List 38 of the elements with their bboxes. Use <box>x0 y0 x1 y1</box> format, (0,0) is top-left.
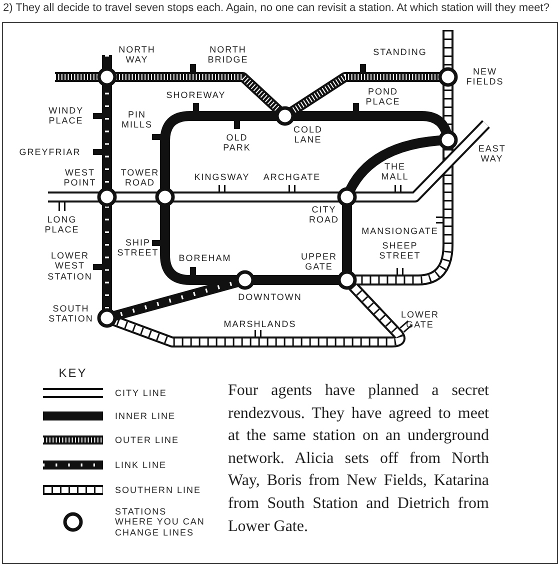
legend-label: STATIONS WHERE YOU CAN CHANGE LINES <box>115 506 206 538</box>
station-label: MARSHLANDS <box>224 318 296 330</box>
station-label: WINDY PLACE <box>48 106 84 126</box>
station-label: MANSIONGATE <box>362 226 438 236</box>
station-label: GREYFRIAR <box>19 146 81 158</box>
station-label: COLD LANE <box>294 124 322 146</box>
question-text: 2) They all decide to travel seven stops each. Again, no one can revisit a station. At which station will they meet? <box>3 2 550 14</box>
puzzle-text: Four agents have planned a secret rendezvous. They have agreed to meet at the same station on an underground network. Alicia sets off from North Way, Boris from New Fields, Katarina from South Station and Dietrich from Lower Gate. <box>228 381 489 537</box>
station-label: PIN MILLS <box>122 110 152 130</box>
station-label: UPPER GATE <box>301 252 337 272</box>
key-heading: KEY <box>58 366 88 380</box>
legend-label: OUTER LINE <box>115 434 180 446</box>
station-label: CITY ROAD <box>309 204 339 226</box>
station-label: THE MALL <box>381 162 409 182</box>
station-label: WEST POINT <box>64 168 96 188</box>
station-label: SHOREWAY <box>166 90 226 100</box>
station-label: LOWER WEST STATION <box>48 250 92 282</box>
station-label: BOREHAM <box>178 252 232 264</box>
legend-label: INNER LINE <box>115 410 176 422</box>
station-label: LONG PLACE <box>44 214 80 236</box>
legend-label: LINK LINE <box>115 460 167 470</box>
station-label: SOUTH STATION <box>48 304 94 324</box>
station-label: ARCHGATE <box>263 172 321 182</box>
station-label: NORTH BRIDGE <box>208 44 248 66</box>
station-label: DOWNTOWN <box>238 292 302 302</box>
station-label: STANDING <box>373 46 427 58</box>
station-label: TOWER ROAD <box>120 168 160 188</box>
station-label: KINGSWAY <box>194 172 250 182</box>
station-label: LOWER GATE <box>401 310 439 330</box>
legend-label: SOUTHERN LINE <box>115 484 202 496</box>
station-label: SHIP STREET <box>117 238 159 258</box>
station-label: EAST WAY <box>478 144 506 164</box>
station-label: SHEEP STREET <box>379 240 421 262</box>
station-label: NEW FIELDS <box>466 66 504 88</box>
legend-label: CITY LINE <box>115 388 167 398</box>
station-label: NORTH WAY <box>118 44 156 66</box>
station-label: POND PLACE <box>366 86 400 108</box>
station-label: OLD PARK <box>223 132 251 154</box>
